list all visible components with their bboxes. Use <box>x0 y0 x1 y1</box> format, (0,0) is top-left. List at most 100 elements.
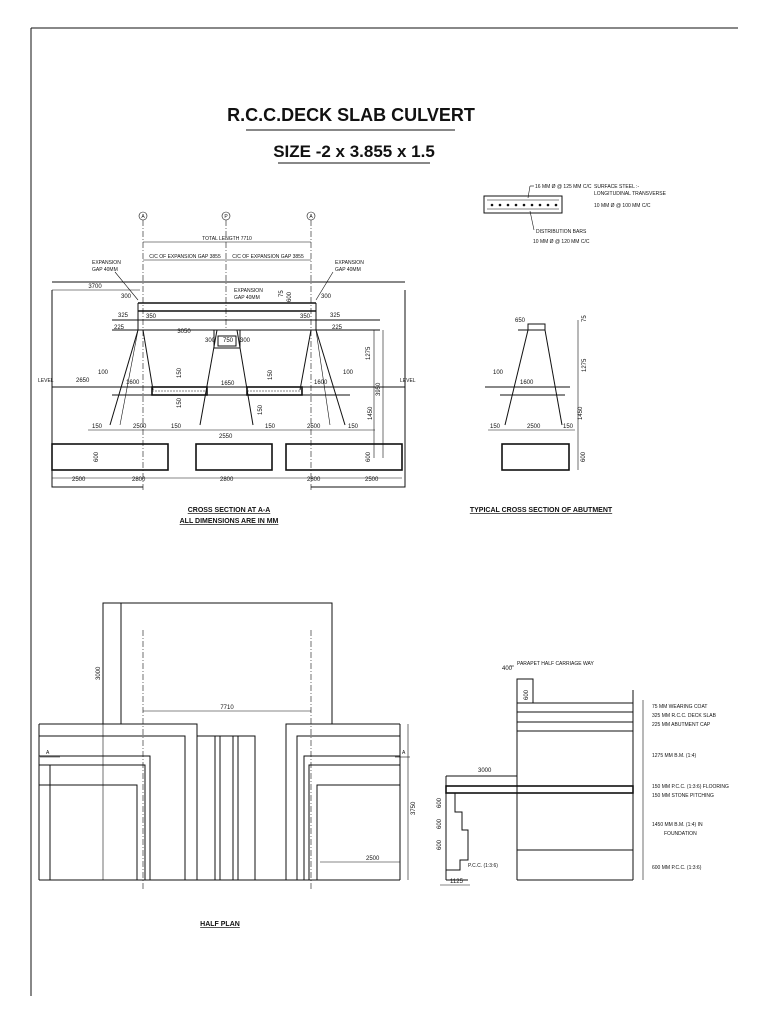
side-dim-600-b: 600 <box>437 818 443 829</box>
dim-300-left: 300 <box>121 294 132 300</box>
axis-label-a-left: A <box>141 214 145 220</box>
exp-gap-left-1: EXPANSION <box>92 260 121 266</box>
side-section: 400 600 PARAPET HALF CARRIAGE WAY 3000 6… <box>437 661 729 886</box>
spec-pcc-flooring: 150 MM P.C.C. (1:3:6) FLOORING <box>652 784 729 790</box>
axis-markers: A P A <box>138 211 316 490</box>
dim-350-left: 350 <box>146 314 157 320</box>
side-dim-600-c: 600 <box>437 839 443 850</box>
spec-abutment-cap: 225 MM ABUTMENT CAP <box>652 722 711 728</box>
abut-dim-150-a: 150 <box>490 424 501 430</box>
dim-300-c1: 300 <box>205 338 216 344</box>
dim-2650: 2650 <box>76 378 90 384</box>
abut-dim-1275: 1275 <box>582 358 588 372</box>
sheet-border <box>30 27 738 996</box>
dim-325-right: 325 <box>330 313 341 319</box>
bottom-2800-center: 2800 <box>220 477 234 483</box>
axis-label-a-right: A <box>309 214 313 220</box>
dim-2500-left: 2500 <box>133 424 147 430</box>
dim-150-b: 150 <box>268 369 274 380</box>
abut-dim-75: 75 <box>582 315 588 322</box>
abut-dim-650: 650 <box>515 318 526 324</box>
side-dim-3000: 3000 <box>478 768 492 774</box>
spec-bm: 1275 MM B.M. (1:4) <box>652 753 697 759</box>
dim-1600-left: 1600 <box>126 380 140 386</box>
dim-100-left: 100 <box>98 370 109 376</box>
level-label-right: LEVEL <box>400 378 416 384</box>
dim-3950: 3950 <box>376 382 382 396</box>
exp-gap-right-2: GAP 40MM <box>335 267 361 273</box>
exp-gap-mid-2: GAP 40MM <box>234 295 260 301</box>
abut-dim-100: 100 <box>493 370 504 376</box>
abut-dim-1600: 1600 <box>520 380 534 386</box>
exp-gap-mid-1: EXPANSION <box>234 288 263 294</box>
dim-2500-right: 2500 <box>307 424 321 430</box>
plan-dim-7710: 7710 <box>220 705 234 711</box>
dim-150-e: 150 <box>92 424 103 430</box>
spec-deck-slab: 325 MM R.C.C. DECK SLAB <box>652 713 717 719</box>
exp-gap-left-2: GAP 40MM <box>92 267 118 273</box>
cc-gap-left-label: C/C OF EXPANSION GAP 3855 <box>149 254 221 260</box>
dim-300-right: 300 <box>321 294 332 300</box>
parapet-label: PARAPET HALF CARRIAGE WAY <box>517 661 594 667</box>
bottom-2500-left: 2500 <box>72 477 86 483</box>
spec-bm-foundation-2: FOUNDATION <box>664 831 697 837</box>
section-mark-a-left: A <box>46 750 50 756</box>
typical-abutment-section: 650 75 1275 100 1600 1450 150 2500 150 6… <box>470 315 613 514</box>
axis-label-p: P <box>224 214 228 220</box>
slab-reinforcement-detail: 16 MM Ø @ 125 MM C/C SURFACE STEEL :- LO… <box>483 184 667 245</box>
side-dim-1125: 1125 <box>450 879 464 885</box>
surface-steel-label-3: 10 MM Ø @ 100 MM C/C <box>594 203 651 209</box>
dim-75: 75 <box>279 290 285 297</box>
abut-dim-600: 600 <box>581 451 587 462</box>
plan-dim-3750: 3750 <box>411 801 417 815</box>
dim-150-f: 150 <box>171 424 182 430</box>
section-mark-a-right: A <box>402 750 406 756</box>
side-dim-600-top: 600 <box>524 689 530 700</box>
cross-section-aa: A P A TOTAL LENGTH 7710 C/C OF EXPANSION… <box>38 211 416 525</box>
abut-dim-1450: 1450 <box>578 406 584 420</box>
dim-150-c: 150 <box>177 397 183 408</box>
spec-bm-foundation: 1450 MM B.M. (1:4) IN <box>652 822 703 828</box>
dim-150-h: 150 <box>348 424 359 430</box>
section-aa-caption-2: ALL DIMENSIONS ARE IN MM <box>180 518 279 525</box>
dim-1450: 1450 <box>368 406 374 420</box>
dim-600-right: 600 <box>366 451 372 462</box>
dim-1275: 1275 <box>366 346 372 360</box>
dim-150-a: 150 <box>177 367 183 378</box>
steel-main-label: 16 MM Ø @ 125 MM C/C <box>535 184 592 190</box>
surface-steel-label: SURFACE STEEL :- <box>594 184 639 190</box>
dim-600: 600 <box>287 291 293 302</box>
foundation-blocks <box>51 443 403 471</box>
bottom-2800-right: 2800 <box>307 477 321 483</box>
section-outline <box>51 281 406 488</box>
dim-750: 750 <box>223 338 234 344</box>
half-plan: 3000 7710 A A 3750 2500 <box>38 602 417 928</box>
abut-dim-150-b: 150 <box>563 424 574 430</box>
spec-wearing-coat: 75 MM WEARING COAT <box>652 704 707 710</box>
dim-150-d: 150 <box>258 404 264 415</box>
dim-1600-right: 1600 <box>314 380 328 386</box>
dim-325-left: 325 <box>118 313 129 319</box>
dim-150-g: 150 <box>265 424 276 430</box>
exp-gap-right-1: EXPANSION <box>335 260 364 266</box>
abutment-caption: TYPICAL CROSS SECTION OF ABUTMENT <box>470 507 613 514</box>
cc-gap-right-label: C/C OF EXPANSION GAP 3855 <box>232 254 304 260</box>
dim-350-right: 350 <box>300 314 311 320</box>
side-dim-400: 400 <box>502 666 513 672</box>
dim-600-left: 600 <box>94 451 100 462</box>
dim-300-c2: 300 <box>240 338 251 344</box>
drawing-title: R.C.C.DECK SLAB CULVERT SIZE -2 x 3.855 … <box>227 105 475 164</box>
title-line-1: R.C.C.DECK SLAB CULVERT <box>227 105 475 125</box>
spec-stone-pitching: 150 MM STONE PITCHING <box>652 793 714 799</box>
plan-dim-2500: 2500 <box>366 856 380 862</box>
level-label-left: LEVEL <box>38 378 54 384</box>
surface-steel-label-2: LONGITUDINAL TRANSVERSE <box>594 191 667 197</box>
side-dim-600-a: 600 <box>437 797 443 808</box>
distribution-bars-label: DISTRIBUTION BARS <box>536 229 587 235</box>
abut-dim-2500: 2500 <box>527 424 541 430</box>
plan-dim-3000: 3000 <box>96 666 102 680</box>
total-length-label: TOTAL LENGTH 7710 <box>202 236 252 242</box>
dim-225-left: 225 <box>114 325 125 331</box>
dim-1650: 1650 <box>221 381 235 387</box>
pcc-label: P.C.C. (1:3:6) <box>468 863 498 869</box>
